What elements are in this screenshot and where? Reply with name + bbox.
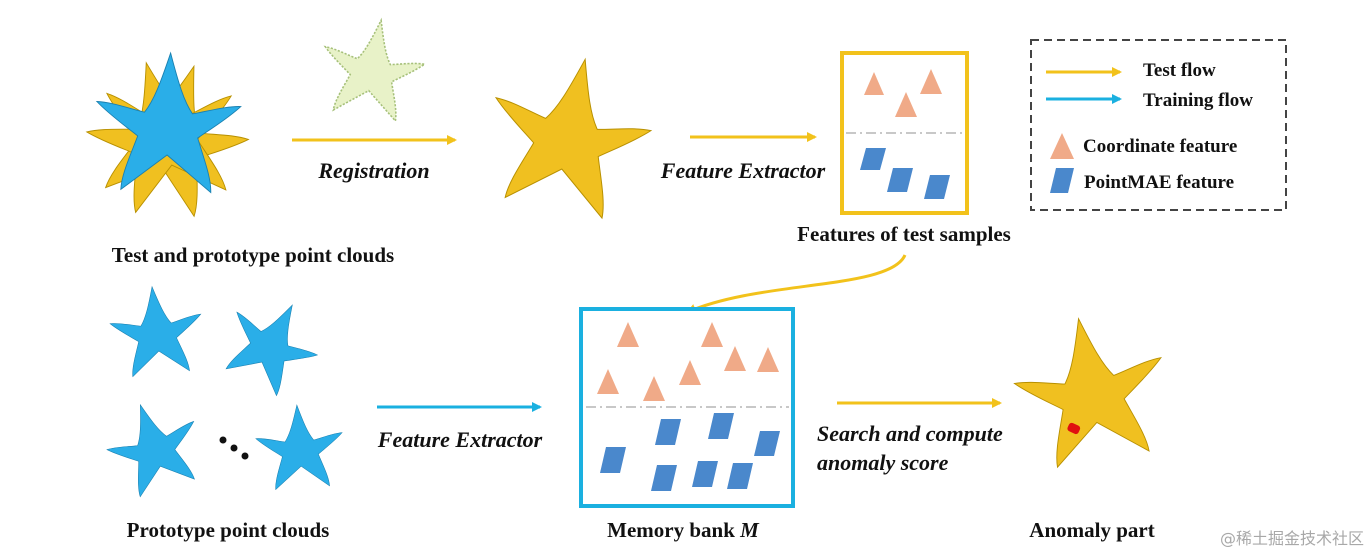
pointmae-feature-icon: [924, 175, 950, 199]
coordinate-feature-icon: [864, 72, 884, 95]
search-label-line1: Search and compute: [817, 421, 1003, 446]
overlap-point-clouds: [73, 42, 266, 226]
pointmae-feature-icon: [754, 431, 780, 456]
legend-test-flow-label: Test flow: [1143, 60, 1216, 81]
pointmae-feature-icon: [692, 461, 718, 487]
pointmae-feature-icon: [708, 413, 734, 439]
pointmae-feature-icon: [600, 447, 626, 473]
pointmae-feature-icon: [655, 419, 681, 445]
coordinate-feature-icon: [679, 360, 701, 385]
coordinate-feature-icon: [643, 376, 665, 401]
test-prototype-caption: Test and prototype point clouds: [112, 243, 394, 267]
pointmae-feature-icon: [887, 168, 913, 192]
features-test-caption: Features of test samples: [797, 222, 1011, 246]
anomaly-caption: Anomaly part: [1029, 518, 1154, 542]
legend-training-flow-label: Training flow: [1143, 90, 1253, 111]
anomaly-starfish: [1004, 304, 1178, 473]
feature-extractor-bottom-label: Feature Extractor: [377, 427, 543, 452]
prototype-point-clouds: [96, 281, 347, 503]
anomaly-region: [1067, 422, 1081, 435]
watermark: @稀土掘金技术社区: [1220, 529, 1364, 548]
legend-coordinate-icon: [1050, 133, 1074, 159]
features-to-memory-arrow: [686, 254, 907, 314]
memory-bank-caption: Memory bank M: [607, 518, 760, 542]
search-label-line2: anomaly score: [817, 450, 949, 475]
legend: Test flow Training flow Coordinate featu…: [1030, 39, 1287, 211]
coordinate-feature-icon: [597, 369, 619, 394]
registered-starfish: [475, 42, 664, 226]
feature-extractor-top-label: Feature Extractor: [660, 158, 826, 183]
memory-bank-box: [579, 307, 795, 508]
test-features-box: [840, 51, 969, 215]
prototype-caption: Prototype point clouds: [127, 518, 330, 542]
registration-label: Registration: [317, 158, 429, 183]
pointmae-feature-icon: [651, 465, 677, 491]
legend-coordinate-label: Coordinate feature: [1083, 136, 1237, 157]
coordinate-feature-icon: [724, 346, 746, 371]
coordinate-feature-icon: [920, 69, 942, 94]
pointmae-feature-icon: [727, 463, 753, 489]
coordinate-feature-icon: [895, 92, 917, 117]
coordinate-feature-icon: [757, 347, 779, 372]
registered-point-cloud: [313, 10, 432, 125]
legend-pointmae-label: PointMAE feature: [1084, 172, 1234, 193]
legend-pointmae-icon: [1050, 168, 1074, 193]
coordinate-feature-icon: [617, 322, 639, 347]
coordinate-feature-icon: [701, 322, 723, 347]
pointmae-feature-icon: [860, 148, 886, 170]
